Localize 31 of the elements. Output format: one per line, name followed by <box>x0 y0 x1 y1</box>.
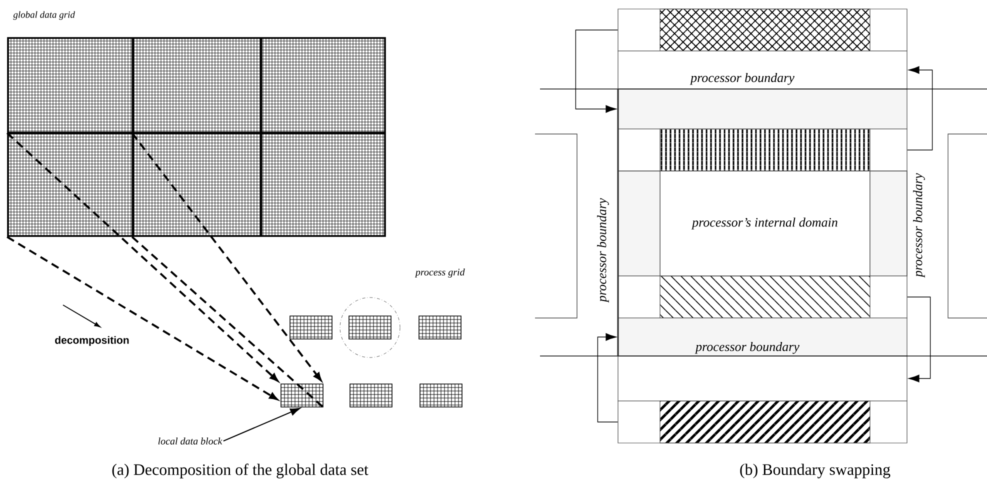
caption: (b) Boundary swapping <box>740 464 890 478</box>
grid-heading: global data grid <box>13 11 75 20</box>
direction-label: decomposition <box>55 336 129 346</box>
swap-arrow <box>575 30 618 113</box>
caption: (a) Decomposition of the global data set <box>112 464 368 478</box>
hatched-row <box>660 128 870 172</box>
data-block <box>290 316 332 340</box>
grid-label: process grid <box>414 268 465 278</box>
hatched-row <box>660 400 870 444</box>
halo-band: processor boundary <box>618 318 908 356</box>
leader-line <box>223 408 300 442</box>
leader-label: local data block <box>158 437 222 445</box>
rotated-label: processor boundary <box>597 198 609 303</box>
mapping-arrow <box>6 132 278 382</box>
boundary-band <box>618 356 908 402</box>
boundary-band: processor boundary <box>618 50 908 90</box>
data-block <box>420 384 462 408</box>
data-block <box>350 384 392 408</box>
hatched-row <box>618 276 908 318</box>
data-block <box>348 316 392 340</box>
mapping-arrow <box>6 236 278 400</box>
rotated-label: processor boundary <box>913 173 925 278</box>
halo-band <box>618 88 908 130</box>
circle-outline <box>340 297 400 358</box>
data-block <box>418 316 462 340</box>
mapping-arrow <box>131 132 322 381</box>
swap-arrow <box>597 333 618 422</box>
swap-arrow <box>906 296 931 382</box>
swap-arrow <box>906 66 933 150</box>
data-block <box>280 384 324 408</box>
domain-drawing: processor’s internal domain <box>618 170 908 276</box>
